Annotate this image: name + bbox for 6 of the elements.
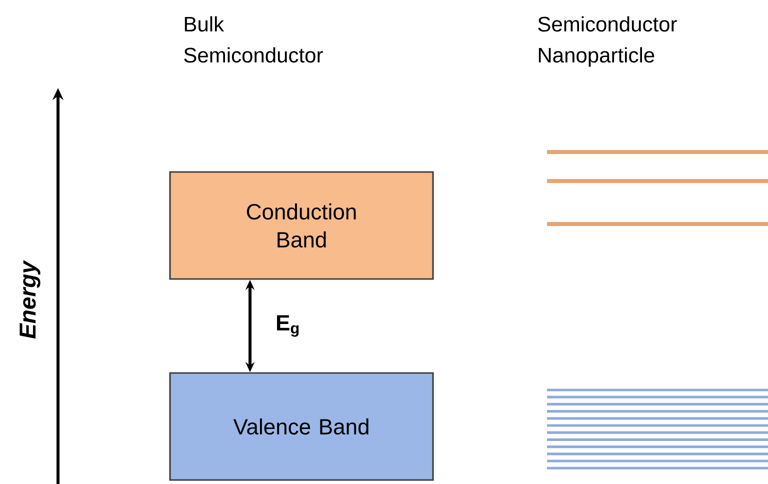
edge-label: E$_{g}$ bbox=[277, 315, 299, 337]
axis-label: Energy bbox=[20, 260, 40, 339]
column-heading: Semiconductor Nanoparticle bbox=[538, 16, 677, 67]
column-heading: Bulk Semiconductor bbox=[184, 16, 323, 63]
band-box: Conduction Band bbox=[169, 171, 434, 280]
band-box: Valence Band bbox=[169, 372, 434, 481]
